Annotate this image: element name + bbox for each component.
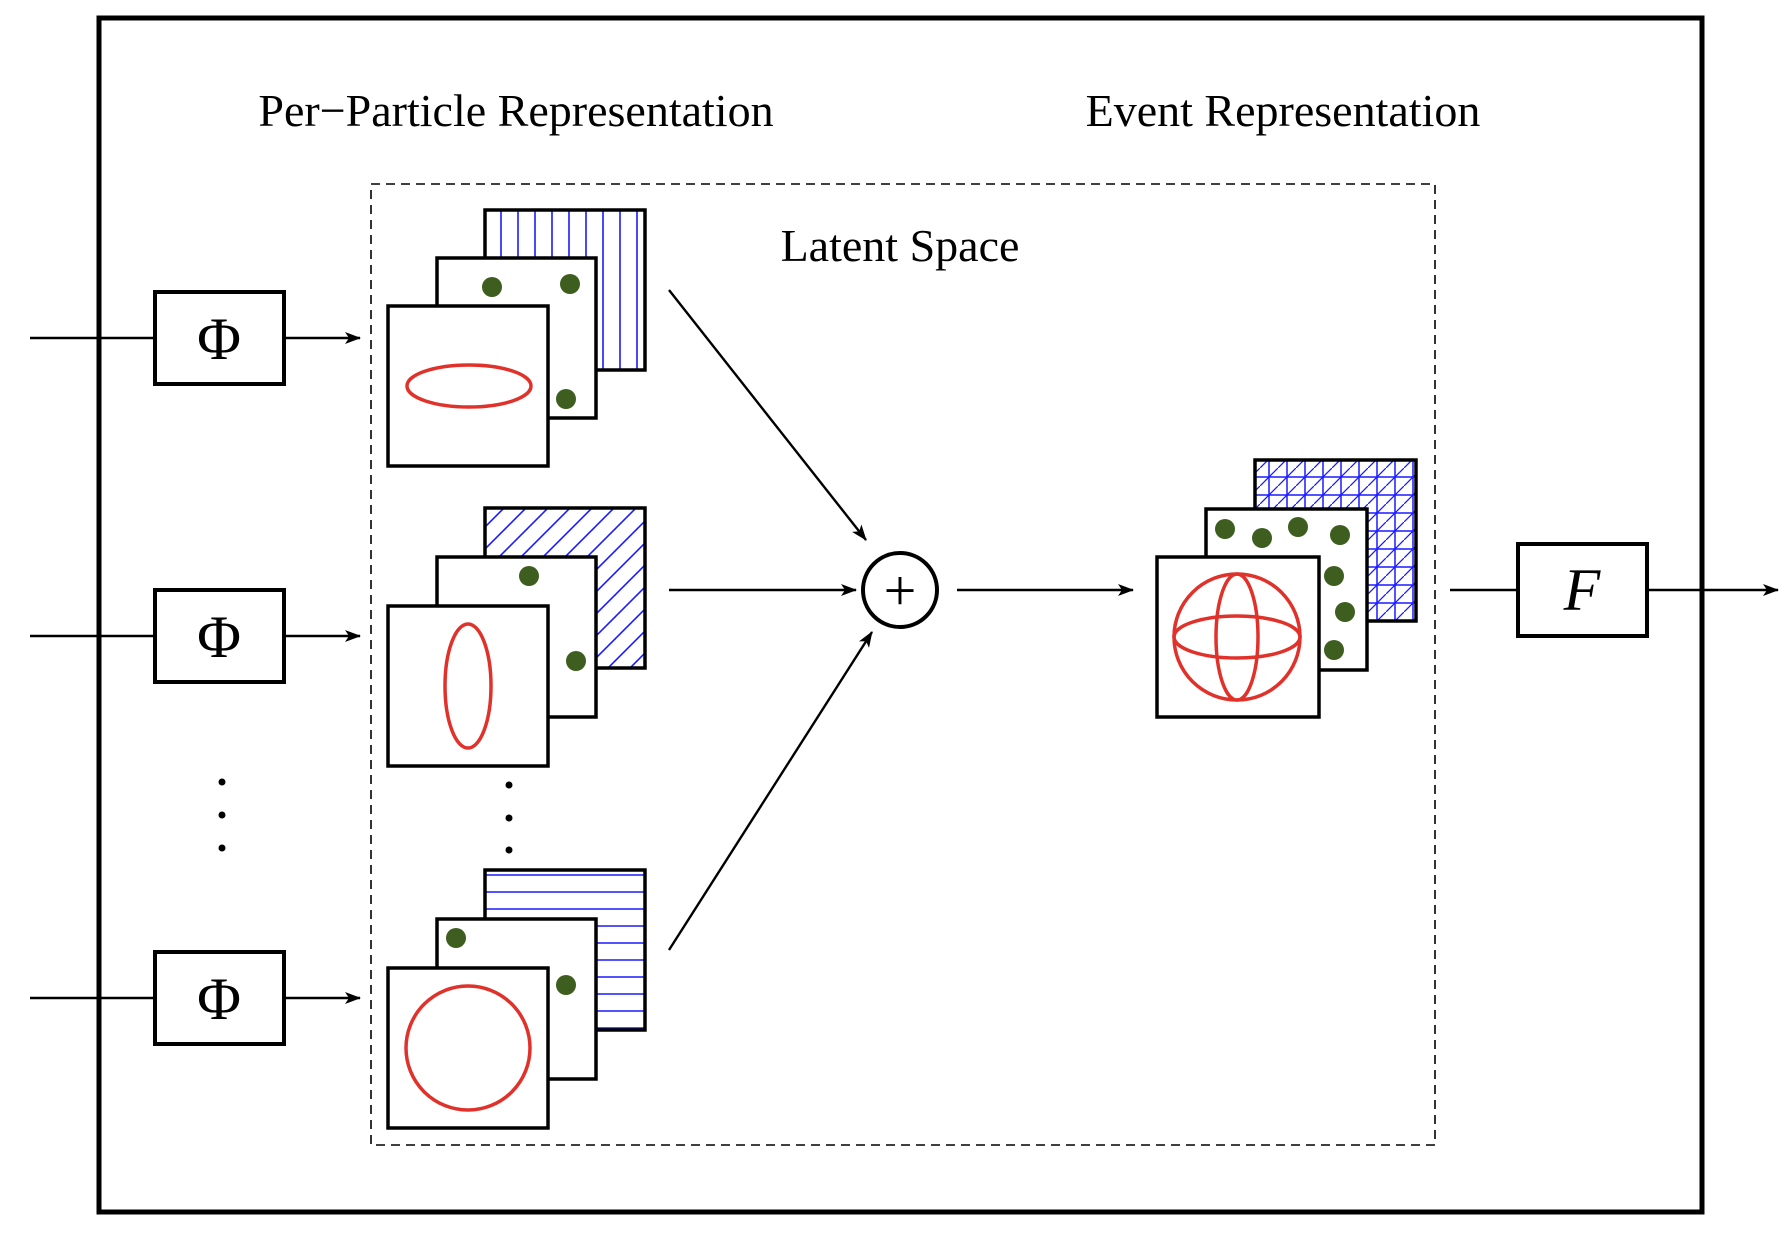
dot-icon bbox=[1335, 602, 1355, 622]
sum-node bbox=[861, 551, 939, 629]
dot-icon bbox=[560, 274, 580, 294]
sphere-layer bbox=[1155, 555, 1321, 719]
phi-symbol: Φ bbox=[197, 306, 241, 372]
latent-space-label: Latent Space bbox=[781, 220, 1020, 271]
sphere-icon bbox=[1172, 572, 1302, 702]
latent-space-region bbox=[370, 183, 1436, 1146]
outer-frame bbox=[96, 15, 1705, 1215]
dot-icon bbox=[566, 651, 586, 671]
event-header: Event Representation bbox=[1086, 85, 1481, 136]
dot-icon bbox=[556, 975, 576, 995]
latent-stack-1 bbox=[386, 208, 647, 468]
ellipse-layer bbox=[386, 966, 550, 1130]
ellipse-icon bbox=[405, 363, 533, 409]
latent-stack-3 bbox=[386, 868, 647, 1130]
dot-icon bbox=[556, 389, 576, 409]
dot-icon bbox=[482, 277, 502, 297]
ellipsis-dots-center bbox=[505, 781, 513, 854]
phi-box bbox=[153, 950, 286, 1046]
dot-icon bbox=[519, 566, 539, 586]
phi-symbol: Φ bbox=[197, 604, 241, 670]
arrow-to-sum-1 bbox=[668, 289, 867, 541]
dot-icon bbox=[1288, 517, 1308, 537]
dot-icon bbox=[1215, 519, 1235, 539]
dot-icon bbox=[1330, 525, 1350, 545]
ellipsis-dots-left bbox=[218, 778, 226, 852]
phi-symbol: Φ bbox=[197, 966, 241, 1032]
f-symbol: F bbox=[1563, 557, 1602, 623]
phi-box bbox=[153, 290, 286, 386]
circle-icon bbox=[404, 984, 532, 1112]
phi-row-1: Φ bbox=[30, 290, 361, 386]
phi-row-2: Φ bbox=[30, 588, 361, 684]
circled-plus-icon: + bbox=[884, 558, 917, 623]
ellipse-icon bbox=[443, 622, 493, 750]
ellipse-layer bbox=[386, 304, 550, 468]
dot-icon bbox=[446, 928, 466, 948]
latent-stack-2 bbox=[386, 506, 647, 768]
ellipse-layer bbox=[386, 604, 550, 768]
dot-icon bbox=[1252, 528, 1272, 548]
dot-icon bbox=[1324, 640, 1344, 660]
per-particle-header: Per−Particle Representation bbox=[258, 85, 773, 136]
arrow-to-sum-3 bbox=[667, 631, 874, 951]
event-stack bbox=[1155, 458, 1418, 719]
dot-icon bbox=[1324, 566, 1344, 586]
phi-row-3: Φ bbox=[30, 950, 361, 1046]
